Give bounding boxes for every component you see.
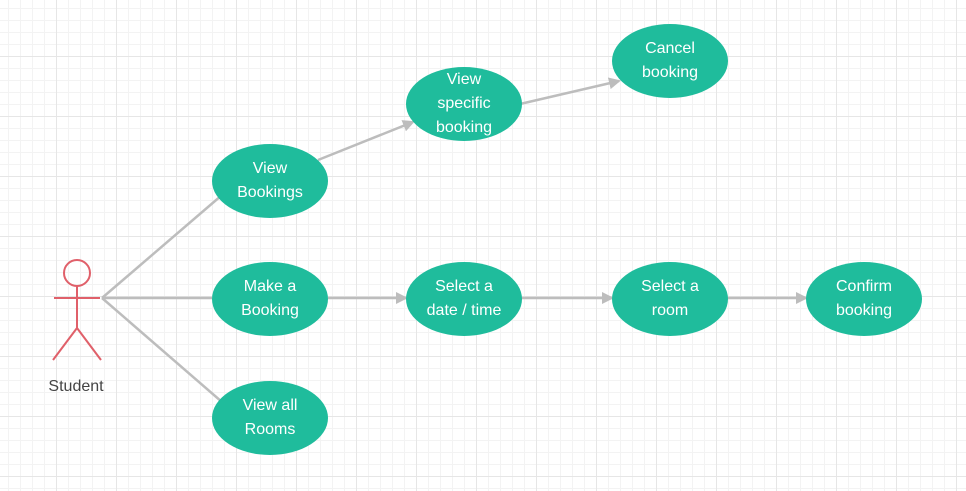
confirm-booking-use-case[interactable]: Confirm booking bbox=[806, 262, 922, 336]
cancel-booking-use-case[interactable]: Cancel booking bbox=[612, 24, 728, 98]
make-booking-use-case[interactable]: Make a Booking bbox=[212, 262, 328, 336]
view-bookings-use-case[interactable]: View Bookings bbox=[212, 144, 328, 218]
student-actor-icon[interactable] bbox=[52, 259, 102, 361]
view-specific-booking-use-case[interactable]: View specific booking bbox=[406, 67, 522, 141]
select-date-time-use-case[interactable]: Select a date / time bbox=[406, 262, 522, 336]
student-actor-label: Student bbox=[48, 378, 104, 395]
arrow-view-bookings-to-view-specific bbox=[317, 120, 415, 162]
arrow-view-specific-to-cancel bbox=[519, 77, 621, 106]
view-all-rooms-use-case[interactable]: View all Rooms bbox=[212, 381, 328, 455]
association-line-view-all-rooms bbox=[101, 297, 223, 403]
select-room-use-case[interactable]: Select a room bbox=[612, 262, 728, 336]
association-line-view-bookings bbox=[101, 194, 223, 299]
